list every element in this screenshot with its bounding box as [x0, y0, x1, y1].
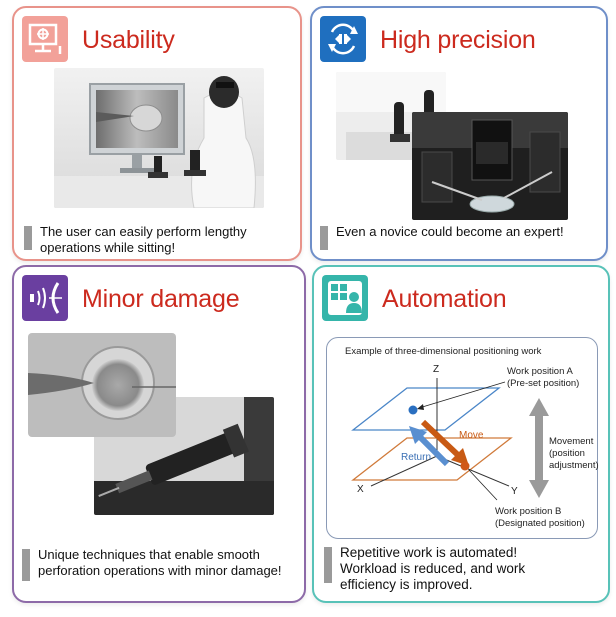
diagram-heading: Example of three-dimensional positioning… — [345, 346, 542, 357]
movement-line2: (position — [549, 448, 585, 459]
operator-photo — [54, 68, 264, 208]
manipulator-photo — [94, 397, 274, 515]
precision-panel: High precision Even a novice could becom… — [310, 6, 608, 261]
precision-title: High precision — [380, 26, 536, 54]
work-position-a-line1: Work position A — [507, 366, 573, 377]
rotation-arrows-icon — [320, 16, 366, 62]
axis-x-label: X — [357, 484, 364, 495]
work-position-b-line2: (Designated position) — [495, 518, 585, 529]
automation-title: Automation — [382, 285, 507, 313]
microscope-photo — [412, 112, 568, 220]
damage-caption: Unique techniques that enable smooth per… — [22, 547, 294, 581]
damage-title: Minor damage — [82, 285, 240, 313]
movement-line3: adjustment) — [549, 460, 599, 471]
work-position-b-line1: Work position B — [495, 506, 562, 517]
calculator-person-icon — [322, 275, 368, 321]
automation-panel: Automation Example of three-dimensional … — [312, 265, 610, 603]
sound-wave-icon — [22, 275, 68, 321]
damage-panel: Minor damage Unique techniques that enab… — [12, 265, 306, 603]
axis-z-label: Z — [433, 364, 440, 375]
axis-y-label: Y — [511, 486, 518, 497]
move-label: Move — [459, 430, 484, 441]
usability-panel: Usability The user can easily perform le… — [12, 6, 302, 261]
positioning-diagram: Example of three-dimensional positioning… — [326, 337, 599, 539]
movement-line1: Movement — [549, 436, 594, 447]
cell-photo — [28, 333, 176, 437]
usability-title: Usability — [82, 26, 175, 54]
usability-caption: The user can easily perform lengthy oper… — [24, 224, 296, 256]
work-position-a-line2: (Pre-set position) — [507, 378, 580, 389]
return-label: Return — [401, 452, 432, 463]
monitor-icon — [22, 16, 68, 62]
automation-caption: Repetitive work is automated! Workload i… — [324, 545, 574, 593]
positioning-graphic — [351, 378, 549, 501]
precision-caption: Even a novice could become an expert! — [320, 224, 598, 250]
